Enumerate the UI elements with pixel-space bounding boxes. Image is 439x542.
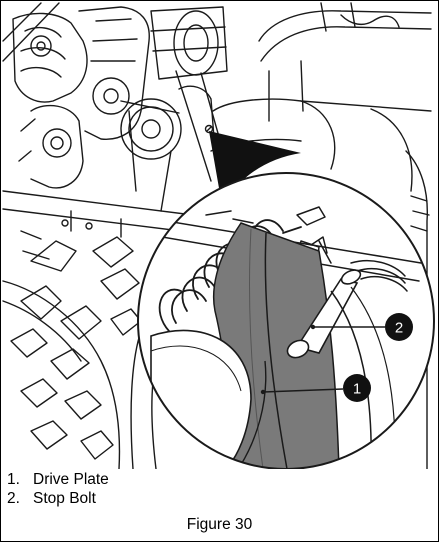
callout-badge-2: 2 bbox=[385, 313, 413, 341]
figure-caption: Figure 30 bbox=[186, 516, 253, 533]
legend-number: 1. bbox=[7, 471, 20, 488]
callout-badge-1: 1 bbox=[343, 374, 371, 402]
legend-label: Stop Bolt bbox=[33, 489, 96, 507]
legend-item-drive-plate: 1. Drive Plate bbox=[7, 471, 427, 490]
svg-text:2: 2 bbox=[395, 320, 403, 337]
legend-number: 2. bbox=[7, 489, 20, 507]
svg-text:1: 1 bbox=[353, 381, 361, 398]
stop-bolt bbox=[286, 269, 362, 359]
legend-item-stop-bolt: 2. Stop Bolt bbox=[7, 490, 427, 509]
detail-lens: 2 1 bbox=[137, 172, 435, 469]
legend: 1. Drive Plate 2. Stop Bolt bbox=[7, 471, 427, 508]
drive-plate-illustration: 2 1 bbox=[2, 2, 435, 469]
legend-label: Drive Plate bbox=[33, 471, 109, 488]
